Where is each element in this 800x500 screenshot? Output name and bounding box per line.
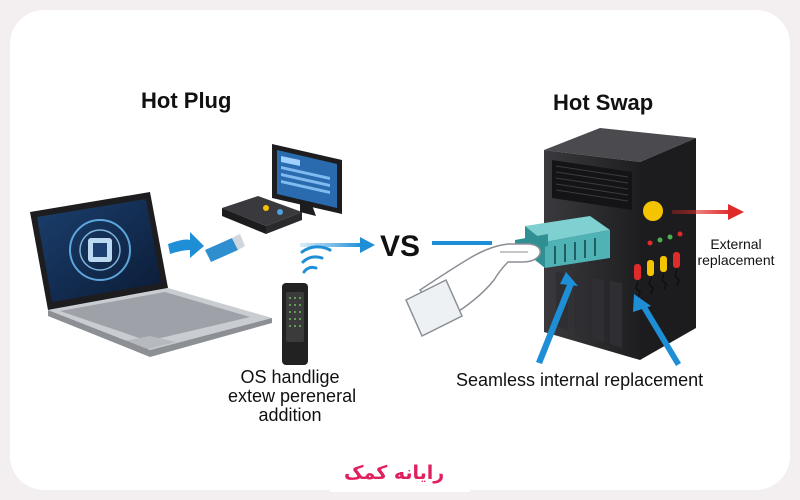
laptop-icon <box>30 192 272 357</box>
external-line-1: External <box>710 236 762 252</box>
monitor-icon <box>272 144 342 216</box>
hot-swap-title: Hot Swap <box>553 90 654 115</box>
gloved-hand-icon <box>405 243 542 338</box>
internal-replacement-label: Seamless internal replacement <box>456 370 704 390</box>
hot-plug-caption: OS handlige extew pereneral addition <box>228 367 357 425</box>
logo-tab <box>330 458 470 492</box>
internal-pointer-arrows <box>536 272 681 366</box>
vs-label: VS <box>380 230 421 263</box>
brand-logo: رایانه کمک <box>344 462 445 484</box>
external-line-2: replacement <box>697 252 775 268</box>
caption-line-2: extew pereneral <box>228 386 357 406</box>
external-replacement-label: External replacement <box>690 236 782 268</box>
wireless-device-icon <box>282 283 308 365</box>
wifi-signal-icon <box>300 245 332 274</box>
external-replacement-arrow <box>672 204 744 220</box>
usb-stick-icon <box>205 234 245 262</box>
hotplug-vs-arrow <box>300 237 375 253</box>
vs-hotswap-arrow <box>432 241 492 245</box>
laptop-arrow <box>168 232 204 258</box>
hot-plug-title: Hot Plug <box>141 88 232 113</box>
caption-line-3: addition <box>258 405 322 425</box>
dock-hub-icon <box>222 196 302 234</box>
caption-line-1: OS handlige <box>240 367 340 387</box>
